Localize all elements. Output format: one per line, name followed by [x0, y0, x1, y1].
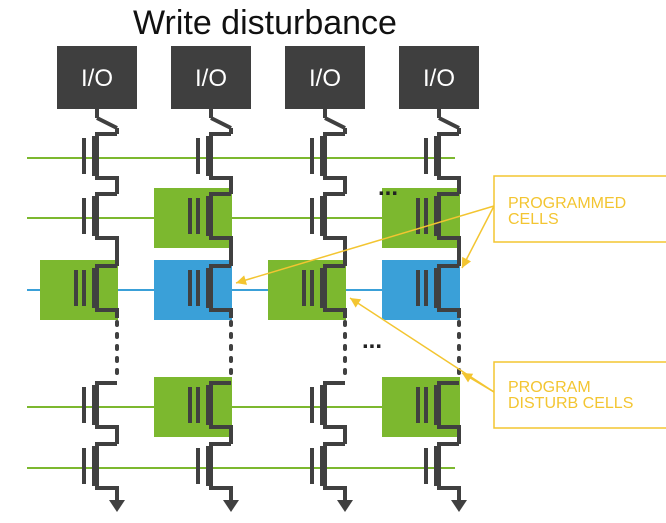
programmed-arrow-2 [461, 205, 495, 269]
io-box [399, 46, 479, 109]
bitline-segment [96, 116, 118, 130]
ellipsis: ... [378, 174, 398, 201]
ground-arrow [451, 500, 467, 512]
transistor-channel [323, 264, 347, 318]
io-label: I/O [309, 65, 341, 92]
ground-arrow [337, 500, 353, 512]
transistor-channel [95, 381, 119, 435]
disturb-legend-text: PROGRAM [508, 379, 591, 396]
transistor-channel [209, 132, 233, 186]
transistor-channel [437, 381, 461, 435]
ellipsis: ... [362, 327, 382, 354]
transistor-channel [437, 132, 461, 186]
io-box [285, 46, 365, 109]
bitline-segment [438, 116, 460, 130]
transistor-channel [323, 132, 347, 186]
programmed-arrow-1-head [236, 275, 248, 285]
transistor-channel [209, 264, 233, 318]
disturb-arrow-2-head [462, 373, 474, 383]
io-label: I/O [195, 65, 227, 92]
bitline-segment [210, 116, 232, 130]
transistor-channel [323, 192, 347, 246]
transistor-channel [95, 192, 119, 246]
transistor-channel [323, 442, 347, 496]
programmed-arrow-1 [235, 205, 495, 284]
ground-arrow [223, 500, 239, 512]
bitline-segment [324, 116, 346, 130]
io-label: I/O [81, 65, 113, 92]
disturb-legend-box [493, 361, 666, 429]
programmed-legend-text: CELLS [508, 211, 559, 228]
transistor-channel [437, 442, 461, 496]
programmed-legend-text: PROGRAMMED [508, 195, 626, 212]
transistor-channel [323, 381, 347, 435]
programmed-arrow-2-head [462, 256, 472, 268]
io-label: I/O [423, 65, 455, 92]
transistor-channel [95, 132, 119, 186]
transistor-channel [95, 264, 119, 318]
disturb-arrow-1-head [350, 298, 362, 308]
transistor-channel [437, 264, 461, 318]
transistor-channel [95, 442, 119, 496]
io-box [57, 46, 137, 109]
io-box [171, 46, 251, 109]
disturb-legend-text: DISTURB CELLS [508, 395, 633, 412]
ground-arrow [109, 500, 125, 512]
programmed-legend-box [493, 175, 666, 243]
transistor-channel [209, 192, 233, 246]
diagram-title: Write disturbance [133, 4, 397, 42]
transistor-channel [209, 381, 233, 435]
transistor-channel [437, 192, 461, 246]
transistor-channel [209, 442, 233, 496]
